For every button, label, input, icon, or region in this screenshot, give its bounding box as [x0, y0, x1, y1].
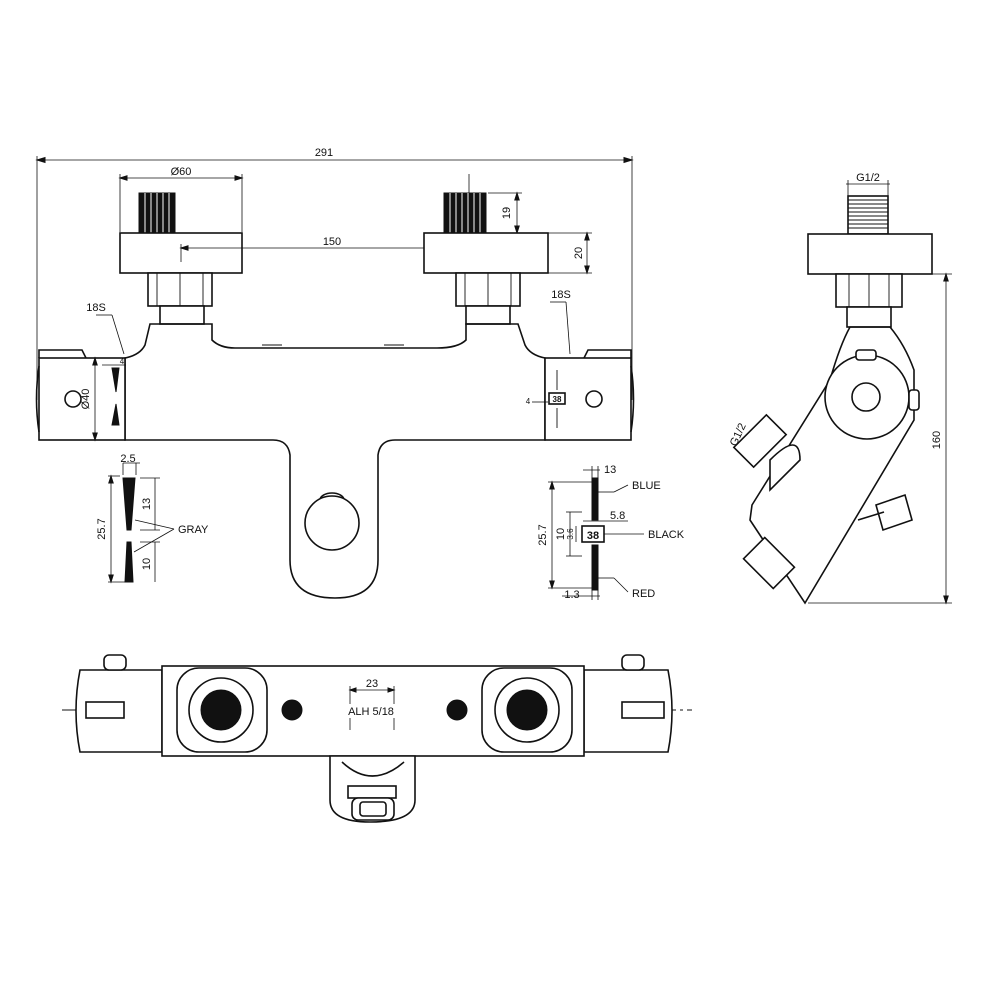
- gray-indicator-detail: 2.5 25.7 13 10 GRAY: [96, 453, 209, 584]
- right-handle-hole: [585, 390, 603, 408]
- color-indicator-detail: 13 BLUE 5.8 38 BLACK RED 25.7 10 3.6 1.3: [537, 464, 685, 601]
- inlet-diameter-label: Ø60: [171, 166, 192, 178]
- color-total-length-label: 25.7: [537, 524, 549, 545]
- side-view: G1/2 G1/2 160: [728, 172, 952, 605]
- side-body-cylinder: [824, 354, 910, 440]
- side-body: [749, 326, 915, 605]
- right-inlet-nut: [423, 232, 549, 274]
- thread-length-label: 19: [501, 207, 513, 219]
- black-label: BLACK: [648, 529, 685, 541]
- bottom-spacing-label: 23: [366, 678, 378, 690]
- right-inlet-port: [506, 689, 548, 731]
- nut-height-label: 20: [573, 247, 585, 259]
- right-screw-hole: [446, 699, 468, 721]
- blue-mark: [591, 477, 599, 521]
- diverter-knob: [304, 495, 360, 551]
- gray-top-width-label: 2.5: [120, 453, 135, 465]
- side-outlet-thread: [732, 413, 788, 469]
- temperature-handle: [38, 357, 126, 441]
- inlet-spacing-label: 150: [323, 236, 341, 248]
- bottom-view: 23 ALH 5/18: [62, 654, 692, 823]
- mark-width-label: 5.8: [610, 510, 625, 522]
- right-spline-label: 18S: [551, 289, 571, 301]
- color-mark-label: 38: [587, 530, 599, 542]
- left-small-dim-label: 4: [120, 357, 125, 366]
- red-label: RED: [632, 588, 655, 600]
- side-inlet-nut: [807, 233, 933, 275]
- left-inlet-port: [200, 689, 242, 731]
- handle-mark-label: 38: [553, 395, 562, 404]
- mark-height-label: 3.6: [566, 528, 575, 540]
- gray-upper-mark: [122, 477, 136, 531]
- side-diverter-cap: [742, 536, 796, 590]
- color-width-label: 13: [604, 464, 616, 476]
- base-width-label: 1.3: [564, 589, 579, 601]
- right-inlet-thread: [443, 192, 487, 234]
- gray-lower-length-label: 10: [141, 558, 153, 570]
- red-mark: [591, 544, 599, 591]
- bottom-thread-label: ALH 5/18: [348, 706, 394, 718]
- left-handle-hole: [64, 390, 82, 408]
- gray-total-length-label: 25.7: [96, 518, 108, 539]
- gray-label: GRAY: [178, 524, 209, 536]
- left-spline-label: 18S: [86, 302, 106, 314]
- top-thread-label: G1/2: [856, 172, 880, 184]
- gray-lower-mark: [124, 541, 134, 583]
- left-screw-hole: [281, 699, 303, 721]
- body-diameter-label: Ø40: [80, 389, 92, 410]
- right-small-dim-label: 4: [526, 397, 531, 406]
- overall-width-label: 291: [315, 147, 333, 159]
- blue-label: BLUE: [632, 480, 661, 492]
- valve-body: [124, 323, 546, 599]
- front-view: 291 Ø60 150: [35, 147, 635, 599]
- inner-length-label: 10: [555, 528, 567, 540]
- gray-upper-length-label: 13: [141, 498, 153, 510]
- height-label: 160: [931, 431, 943, 449]
